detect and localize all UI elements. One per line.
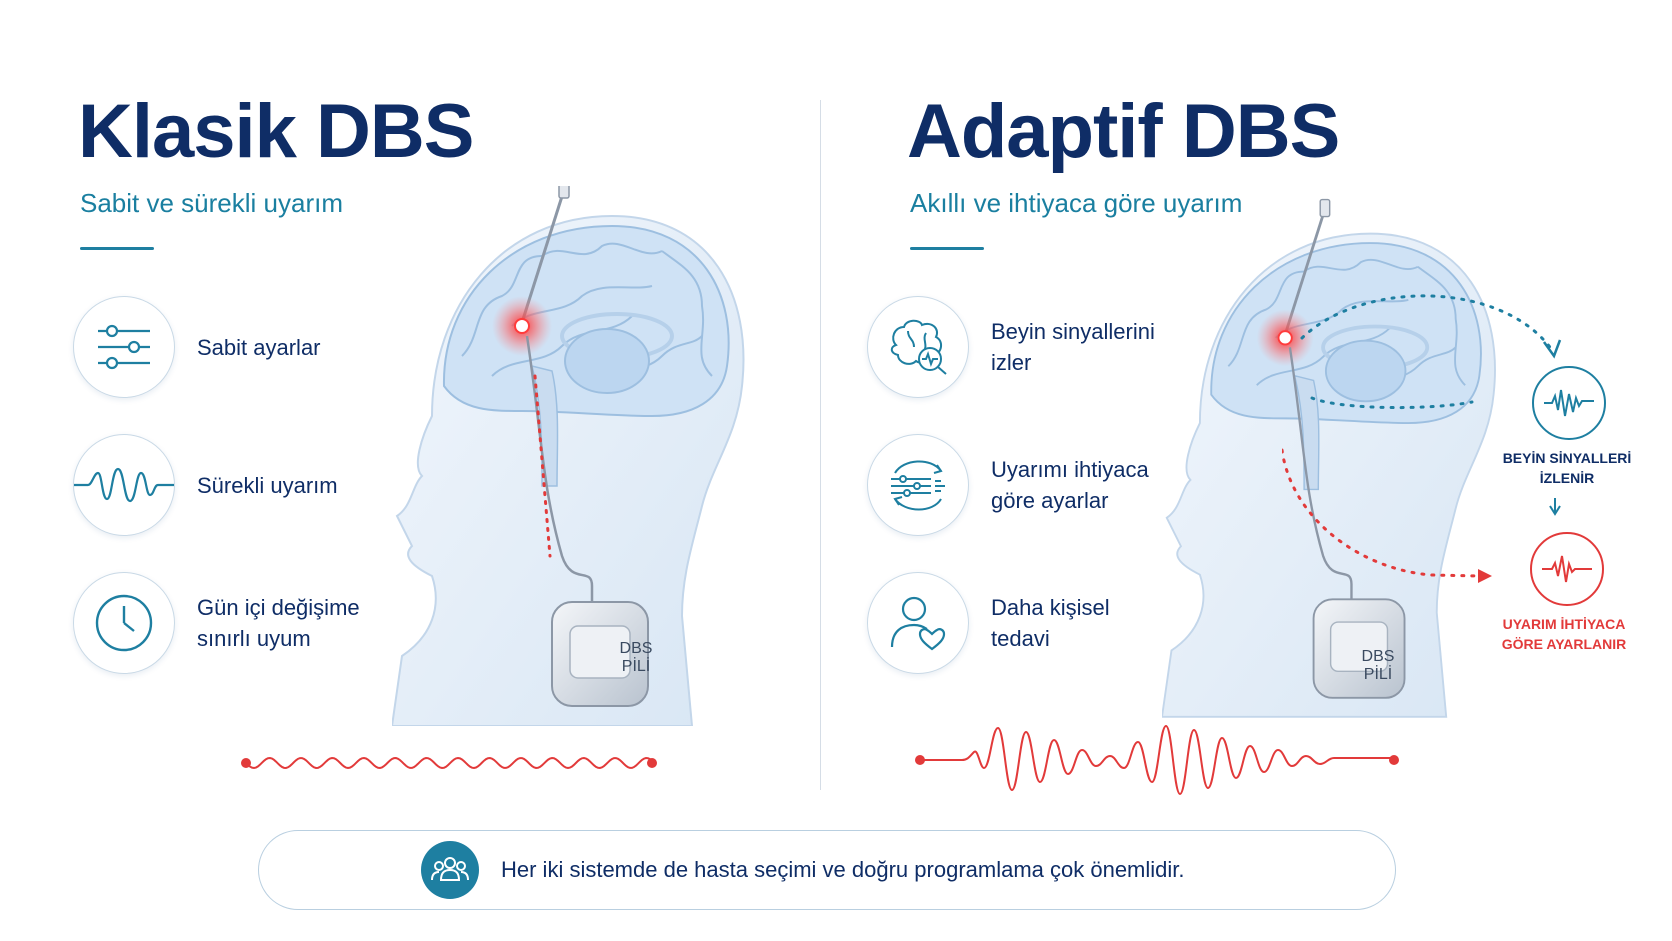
signal-dots: [533, 374, 552, 558]
feature-label: Beyin sinyallerini izler: [991, 319, 1155, 375]
stim-adjusted-label: UYARIM İHTİYACA GÖRE AYARLANIR: [1501, 616, 1627, 652]
brain-monitor-icon: [867, 296, 969, 398]
feature-personalized: Daha kişisel tedavi: [867, 572, 1191, 674]
brain-signal-monitor-icon: [1532, 366, 1606, 440]
title-underline: [80, 247, 154, 250]
cerebellum: [1324, 339, 1407, 403]
head-brain-illustration: [1162, 198, 1496, 718]
sliders-icon: [73, 296, 175, 398]
person-heart-icon: [867, 572, 969, 674]
brain: [442, 224, 730, 418]
adaptive-dbs-subtitle: Akıllı ve ihtiyaca göre uyarım: [910, 188, 1243, 218]
adaptive-dbs-title: Adaptif DBS: [907, 89, 1340, 174]
waveform-icon: [73, 434, 175, 536]
adaptive-signal-wave: [915, 724, 1399, 796]
feature-label: Daha kişisel tedavi: [991, 595, 1110, 651]
clock-icon: [73, 572, 175, 674]
footer-text: Her iki sistemde de hasta seçimi ve doğr…: [501, 857, 1185, 882]
feature-adjusts-stim: Uyarımı ihtiyaca göre ayarlar: [867, 434, 1191, 536]
feedback-loop-arrows: [1282, 294, 1562, 583]
feature-label: Uyarımı ihtiyaca göre ayarlar: [991, 457, 1149, 513]
feature-continuous-stim: Sürekli uyarım: [73, 434, 397, 536]
feature-monitors-signals: Beyin sinyallerini izler: [867, 296, 1191, 398]
battery-label: DBS PİLİ: [619, 640, 653, 675]
brain-gyri: [1227, 258, 1466, 396]
title-underline: [910, 247, 984, 250]
panel-divider: [820, 100, 821, 790]
classic-dbs-subtitle: Sabit ve sürekli uyarım: [80, 188, 343, 218]
feature-fixed-settings: Sabit ayarlar: [73, 296, 397, 398]
extension-wire: [1288, 347, 1353, 604]
classic-dbs-title: Klasik DBS: [78, 89, 474, 174]
brainstem: [1293, 374, 1320, 491]
feature-limited-adaptation: Gün içi değişime sınırlı uyum: [73, 572, 397, 674]
feature-label: Gün içi değişime sınırlı uyum: [197, 595, 360, 651]
cerebellum: [564, 328, 650, 394]
stim-adjust-icon: [1530, 532, 1604, 606]
battery-label: DBS PİLİ: [1361, 648, 1395, 683]
head-brain-illustration: [392, 186, 745, 726]
people-group-icon: [421, 841, 479, 899]
signal-monitored-label: BEYİN SİNYALLERİ İZLENİR: [1502, 450, 1632, 486]
adjust-cycle-icon: [867, 434, 969, 536]
continuous-signal-wave: [241, 756, 657, 770]
feature-label: Sabit ayarlar: [197, 334, 321, 360]
feature-label: Sürekli uyarım: [197, 472, 338, 498]
classic-dbs-panel: Klasik DBS Sabit ve sürekli uyarım Sabit…: [0, 0, 820, 800]
adaptive-dbs-panel: Adaptif DBS Akıllı ve ihtiyaca göre uyar…: [822, 0, 1672, 800]
footer-note: Her iki sistemde de hasta seçimi ve doğr…: [258, 830, 1396, 910]
brain: [1210, 242, 1482, 425]
lead-connector: [558, 186, 570, 199]
